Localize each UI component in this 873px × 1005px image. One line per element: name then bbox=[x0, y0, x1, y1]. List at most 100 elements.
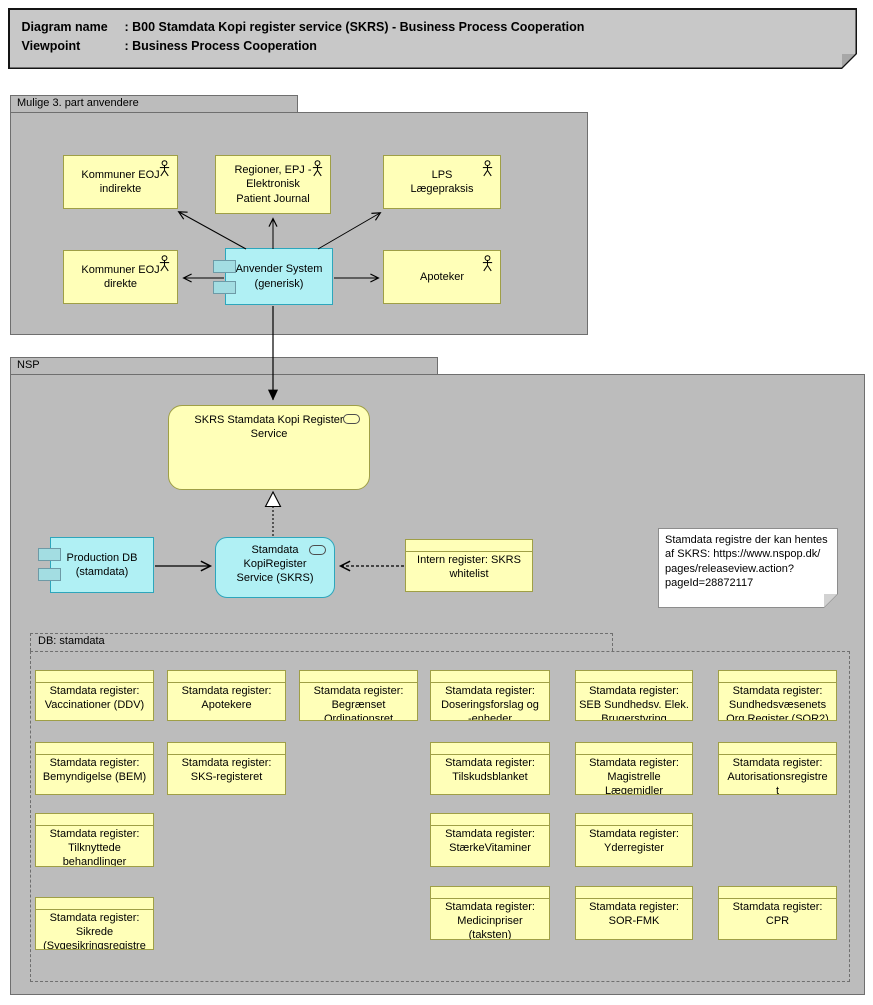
register-band bbox=[36, 743, 153, 755]
note-stamdata-registre: Stamdata registre der kan hentes af SKRS… bbox=[658, 528, 838, 608]
register-band bbox=[300, 671, 417, 683]
register-label: Stamdata register: SKS-registeret bbox=[181, 757, 272, 784]
register-label: Stamdata register: Yderregister bbox=[589, 828, 679, 855]
register-label: Stamdata register: CPR bbox=[732, 901, 823, 928]
title-fold-corner-icon bbox=[842, 54, 856, 68]
register-medicinpriser-taksten: Stamdata register: Medicinpriser (takste… bbox=[430, 886, 550, 940]
register-staerkevitaminer: Stamdata register: StærkeVitaminer bbox=[430, 813, 550, 867]
register-band bbox=[719, 743, 836, 755]
register-seb-brugerstyring: Stamdata register: SEB Sundhedsv. Elek. … bbox=[575, 670, 693, 721]
register-autorisationsregistret: Stamdata register: Autorisationsregistre… bbox=[718, 742, 837, 795]
register-apotekere: Stamdata register: Apotekere bbox=[167, 670, 286, 721]
register-band bbox=[431, 743, 549, 755]
actor-icon bbox=[482, 255, 493, 272]
register-sks-registeret: Stamdata register: SKS-registeret bbox=[167, 742, 286, 795]
object-intern-register-whitelist: Intern register: SKRS whitelist bbox=[405, 539, 533, 592]
diagram-name-label: Diagram name bbox=[21, 19, 108, 34]
db-stamdata-group-body bbox=[30, 651, 850, 982]
register-yderregister: Stamdata register: Yderregister bbox=[575, 813, 693, 867]
actor-regioner-epj: Regioner, EPJ - Elektronisk Patient Jour… bbox=[215, 155, 331, 214]
register-band bbox=[168, 743, 285, 755]
register-label: Stamdata register: Medicinpriser (takste… bbox=[445, 901, 535, 940]
actor-apoteker: Apoteker bbox=[383, 250, 501, 304]
register-label: Stamdata register: Begrænset Ordinations… bbox=[313, 685, 404, 721]
actor-lps-laegepraksis: LPS Lægepraksis bbox=[383, 155, 501, 209]
register-label: Stamdata register: Sundhedsvæsenets Org … bbox=[726, 685, 829, 721]
register-label: Stamdata register: Tilknyttede behandlin… bbox=[49, 828, 140, 867]
component-icon bbox=[38, 568, 61, 581]
component-icon bbox=[38, 548, 61, 561]
actor-regioner-epj-label: Regioner, EPJ - Elektronisk Patient Jour… bbox=[234, 164, 312, 205]
diagram-title-inner: Diagram name : B00 Stamdata Kopi register… bbox=[10, 10, 856, 68]
register-begraenset-ordinationsret: Stamdata register: Begrænset Ordinations… bbox=[299, 670, 418, 721]
service-stamdata-kopiregister-label: Stamdata KopiRegister Service (SKRS) bbox=[236, 544, 314, 585]
register-band bbox=[36, 898, 153, 910]
register-band bbox=[576, 743, 692, 755]
db-stamdata-group-tab: DB: stamdata bbox=[30, 633, 613, 651]
nsp-group-tab: NSP bbox=[10, 357, 438, 374]
component-anvender-system-label: Anvender System (generisk) bbox=[235, 263, 323, 290]
register-magistrelle-laegemidler: Stamdata register: Magistrelle Lægemidle… bbox=[575, 742, 693, 795]
viewpoint-value: : Business Process Cooperation bbox=[124, 38, 317, 53]
register-band bbox=[36, 814, 153, 826]
service-skrs-label: SKRS Stamdata Kopi Register Service bbox=[194, 414, 344, 441]
register-tilskudsblanket: Stamdata register: Tilskudsblanket bbox=[430, 742, 550, 795]
register-sor2: Stamdata register: Sundhedsvæsenets Org … bbox=[718, 670, 837, 721]
register-band bbox=[719, 887, 836, 899]
viewpoint-label: Viewpoint bbox=[21, 38, 81, 53]
register-label: Stamdata register: Bemyndigelse (BEM) bbox=[42, 757, 147, 784]
actor-icon bbox=[482, 160, 493, 177]
component-anvender-system-body: Anvender System (generisk) bbox=[225, 248, 333, 305]
component-production-db-label: Production DB (stamdata) bbox=[66, 551, 138, 578]
register-label: Stamdata register: Vaccinationer (DDV) bbox=[44, 685, 145, 712]
register-sor-fmk: Stamdata register: SOR-FMK bbox=[575, 886, 693, 940]
actor-icon bbox=[159, 160, 170, 177]
actor-apoteker-label: Apoteker bbox=[419, 270, 465, 283]
component-production-db-body: Production DB (stamdata) bbox=[50, 537, 154, 593]
register-band bbox=[719, 671, 836, 683]
diagram-title-block: Diagram name : B00 Stamdata Kopi register… bbox=[8, 8, 857, 69]
register-band bbox=[576, 887, 692, 899]
register-doseringsforslag: Stamdata register: Doseringsforslag og -… bbox=[430, 670, 550, 721]
third-party-group-label: Mulige 3. part anvendere bbox=[17, 97, 139, 109]
nsp-group-label: NSP bbox=[17, 359, 40, 371]
register-band bbox=[36, 671, 153, 683]
component-production-db: Production DB (stamdata) bbox=[38, 537, 154, 594]
actor-icon bbox=[159, 255, 170, 272]
register-band bbox=[431, 814, 549, 826]
object-intern-register-whitelist-label: Intern register: SKRS whitelist bbox=[417, 554, 521, 581]
register-band bbox=[168, 671, 285, 683]
register-band bbox=[576, 814, 692, 826]
register-label: Stamdata register: Doseringsforslag og -… bbox=[441, 685, 539, 721]
register-vaccinationer-ddv: Stamdata register: Vaccinationer (DDV) bbox=[35, 670, 154, 721]
register-label: Stamdata register: StærkeVitaminer bbox=[445, 828, 535, 855]
service-icon bbox=[343, 414, 360, 424]
register-label: Stamdata register: SOR-FMK bbox=[589, 901, 679, 928]
actor-kommuner-eoj-direkte: Kommuner EOJ direkte bbox=[63, 250, 178, 304]
object-band bbox=[406, 540, 532, 552]
note-stamdata-registre-text: Stamdata registre der kan hentes af SKRS… bbox=[659, 529, 837, 607]
actor-lps-laegepraksis-label: LPS Lægepraksis bbox=[410, 168, 474, 195]
db-stamdata-group-label: DB: stamdata bbox=[38, 635, 105, 647]
register-tilknyttede-behandlinger: Stamdata register: Tilknyttede behandlin… bbox=[35, 813, 154, 867]
register-label: Stamdata register: Autorisationsregistre… bbox=[727, 757, 828, 795]
register-bemyndigelse-bem: Stamdata register: Bemyndigelse (BEM) bbox=[35, 742, 154, 795]
actor-kommuner-eoj-indirekte: Kommuner EOJ indirekte bbox=[63, 155, 178, 209]
viewpoint-line: Viewpoint : Business Process Cooperation bbox=[22, 37, 856, 56]
service-icon bbox=[309, 545, 326, 555]
register-band bbox=[576, 671, 692, 683]
register-label: Stamdata register: Magistrelle Lægemidle… bbox=[589, 757, 679, 795]
register-band bbox=[431, 671, 549, 683]
register-sikrede-sygesikringsregistret: Stamdata register: Sikrede (Sygesikrings… bbox=[35, 897, 154, 950]
component-icon bbox=[213, 281, 236, 294]
service-skrs-stamdata-kopi-register: SKRS Stamdata Kopi Register Service bbox=[168, 405, 370, 490]
register-label: Stamdata register: Sikrede (Sygesikrings… bbox=[43, 912, 146, 950]
third-party-group-tab: Mulige 3. part anvendere bbox=[10, 95, 298, 112]
diagram-name-value: : B00 Stamdata Kopi register service (SK… bbox=[124, 19, 585, 34]
component-icon bbox=[213, 260, 236, 273]
register-label: Stamdata register: Tilskudsblanket bbox=[445, 757, 535, 784]
register-band bbox=[431, 887, 549, 899]
register-label: Stamdata register: SEB Sundhedsv. Elek. … bbox=[579, 685, 689, 721]
actor-kommuner-eoj-indirekte-label: Kommuner EOJ indirekte bbox=[81, 168, 160, 195]
